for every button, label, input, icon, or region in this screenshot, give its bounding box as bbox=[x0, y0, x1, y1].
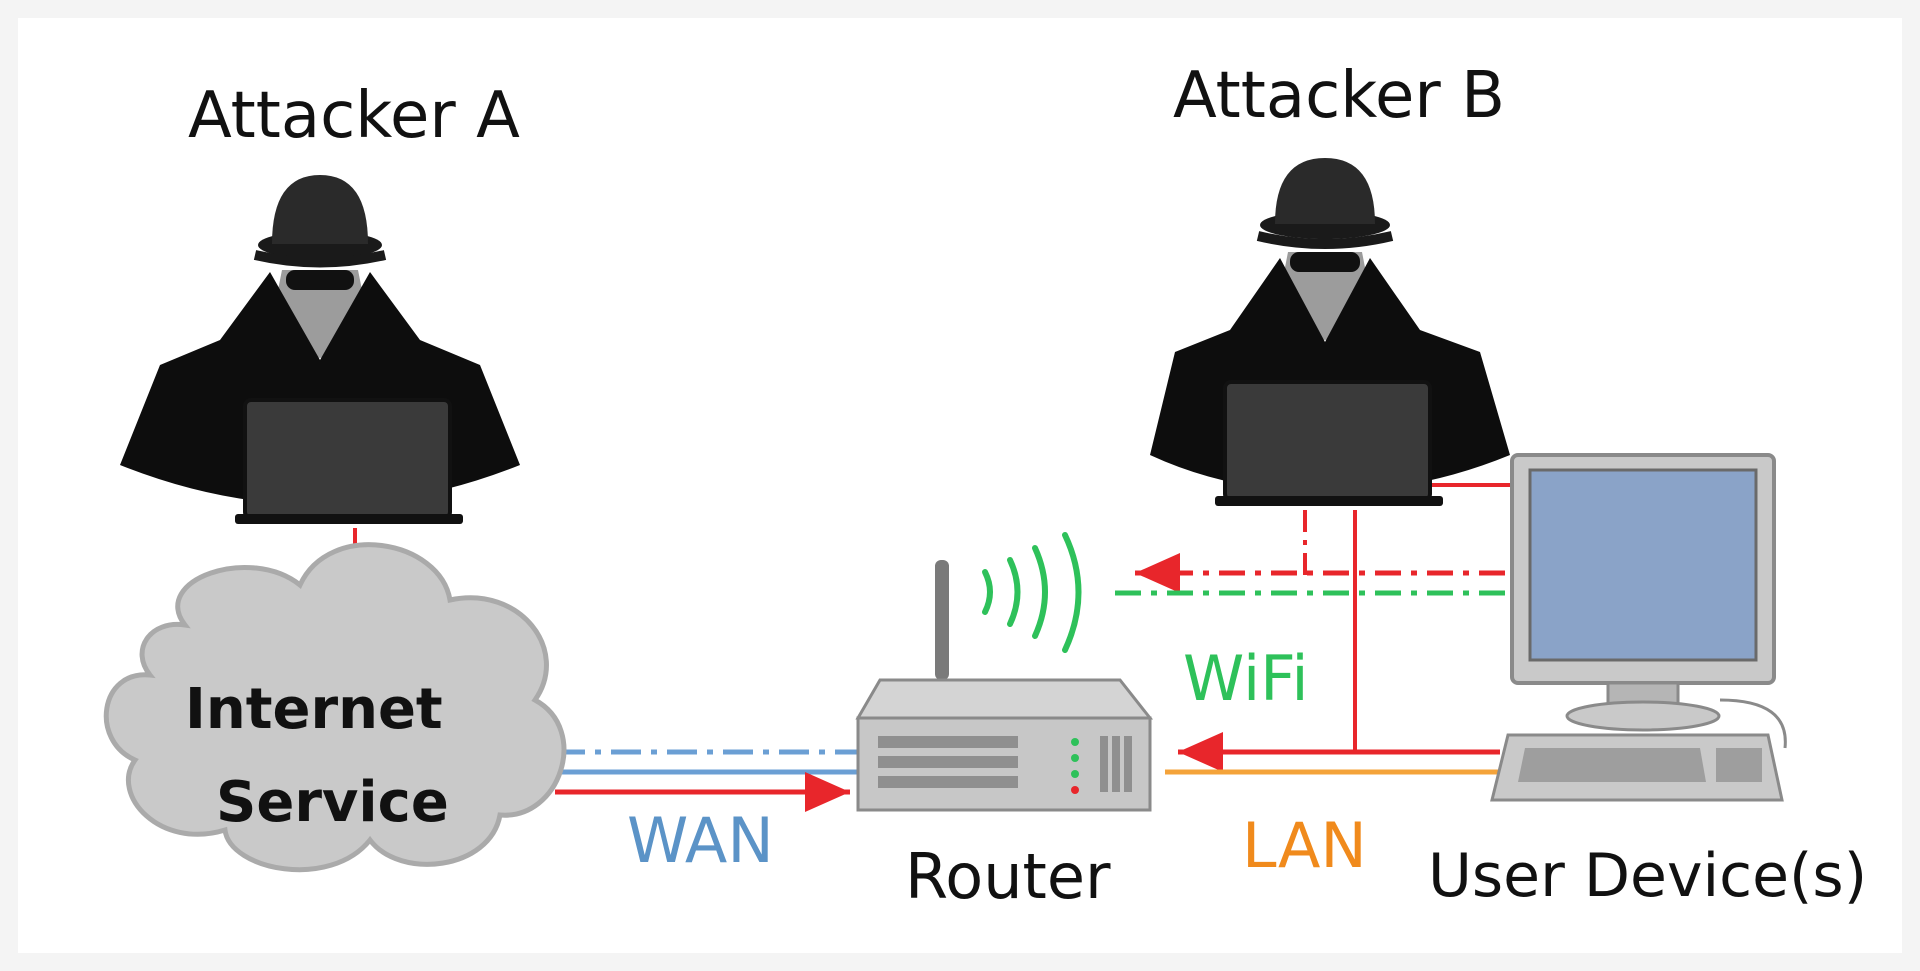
wan-label: WAN bbox=[627, 804, 774, 877]
lan-label: LAN bbox=[1242, 809, 1367, 882]
internet-label: Internet bbox=[185, 677, 443, 742]
desktop-computer-icon bbox=[1490, 453, 1787, 802]
attacker-a-label: Attacker A bbox=[188, 79, 520, 153]
wifi-signal-icon bbox=[982, 532, 1082, 653]
service-label: Service bbox=[216, 770, 449, 835]
hacker-icon bbox=[120, 175, 520, 524]
router-label: Router bbox=[905, 840, 1111, 913]
router-icon bbox=[855, 560, 1154, 812]
cloud-icon bbox=[103, 542, 567, 873]
attacker-b-label: Attacker B bbox=[1173, 59, 1505, 133]
user-devices-label: User Device(s) bbox=[1428, 841, 1868, 911]
wifi-label: WiFi bbox=[1183, 642, 1309, 715]
hacker-icon bbox=[1150, 158, 1510, 506]
